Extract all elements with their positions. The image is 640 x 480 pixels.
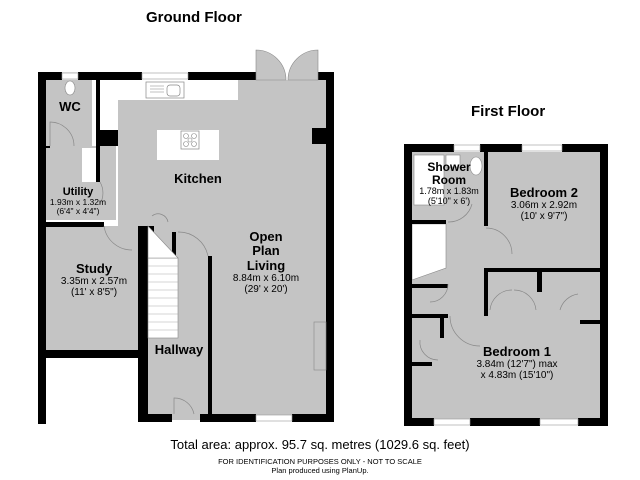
door-swings-ground (49, 121, 209, 415)
bedroom1-window-right (539, 418, 579, 426)
bath-icon (413, 154, 445, 206)
room-shower-name-1: Shower (427, 160, 471, 174)
room-living-dim-imperial: (29' x 20') (244, 283, 288, 295)
room-utility: Utility 1.93m x 1.32m (6'4" x 4'4") (40, 186, 116, 217)
room-open-plan-living: Open Plan Living 8.84m x 6.10m (29' x 20… (226, 229, 306, 295)
room-living-name-1: Open (249, 229, 283, 244)
kitchen-window (141, 72, 189, 80)
bedroom1-window-left (433, 418, 471, 426)
room-study: Study 3.35m x 2.57m (11' x 8'5") (52, 261, 136, 299)
living-floor (210, 226, 326, 420)
room-bedroom1-name: Bedroom 1 (483, 344, 551, 359)
room-bedroom1-dim-1: 3.84m (12'7") max (476, 359, 558, 371)
wc-window (61, 72, 79, 80)
ground-floor-plan (38, 49, 334, 424)
living-unit (313, 321, 327, 371)
room-hallway-name: Hallway (154, 342, 204, 357)
first-floor-walls (404, 144, 608, 426)
first-floor-title: First Floor (471, 103, 546, 120)
room-kitchen: Kitchen (170, 171, 226, 186)
room-bedroom1: Bedroom 1 3.84m (12'7") max x 4.83m (15'… (462, 344, 572, 382)
toilet-icon-first (469, 156, 483, 176)
room-living-name-3: Living (246, 257, 286, 273)
room-kitchen-name: Kitchen (174, 171, 222, 186)
room-bedroom1-dim-2: x 4.83m (15'10") (480, 370, 554, 382)
hall-link-floor (138, 210, 178, 230)
room-utility-dim-imperial: (6'4" x 4'4") (56, 206, 100, 217)
basin-icon (445, 154, 461, 168)
kitchen-floor (118, 100, 326, 226)
room-wc-name: WC (59, 99, 81, 114)
total-area: Total area: approx. 95.7 sq. metres (102… (170, 437, 470, 452)
utility-worktop (82, 148, 100, 182)
room-shower-name-2: Room (432, 173, 466, 188)
room-shower-dim-imperial: (5'10" x 6') (427, 196, 471, 207)
kitchen-worktop-side (100, 80, 118, 130)
utility-floor (46, 146, 116, 220)
room-bedroom2: Bedroom 2 3.06m x 2.92m (10' x 9'7") (492, 185, 596, 223)
bedroom2-window (521, 144, 563, 152)
room-bedroom2-dim-metric: 3.06m x 2.92m (510, 200, 578, 212)
living-window (255, 414, 293, 422)
credit: Plan produced using PlanUp. (271, 466, 369, 475)
room-utility-dim-metric: 1.93m x 1.32m (49, 197, 107, 208)
room-bedroom2-dim-imperial: (10' x 9'7") (520, 211, 568, 223)
first-floor-plan (404, 144, 608, 426)
kitchen-top-floor (238, 80, 326, 102)
room-shower: Shower Room 1.78m x 1.83m (5'10" x 6') (414, 160, 484, 207)
study-floor (46, 226, 138, 350)
room-shower-dim-metric: 1.78m x 1.83m (419, 186, 479, 197)
hob-icon (180, 130, 200, 150)
room-bedroom2-name: Bedroom 2 (510, 185, 578, 200)
staircase-icon (147, 225, 179, 339)
room-study-dim-imperial: (11' x 8'5") (70, 287, 118, 299)
door-swings-first (419, 203, 579, 361)
shower-window (453, 144, 481, 152)
disclaimer: FOR IDENTIFICATION PURPOSES ONLY - NOT T… (218, 457, 422, 466)
room-study-name: Study (75, 261, 113, 276)
room-study-dim-metric: 3.35m x 2.57m (60, 276, 128, 288)
room-hallway: Hallway (150, 342, 208, 357)
room-utility-name: Utility (62, 186, 94, 198)
ground-floor-walls (38, 72, 334, 424)
room-living-dim-metric: 8.84m x 6.10m (232, 272, 300, 284)
room-living-name-2: Plan (252, 243, 280, 259)
room-wc: WC (48, 99, 92, 114)
french-doors-icon (255, 49, 319, 81)
ground-floor-title: Ground Floor (146, 9, 242, 26)
